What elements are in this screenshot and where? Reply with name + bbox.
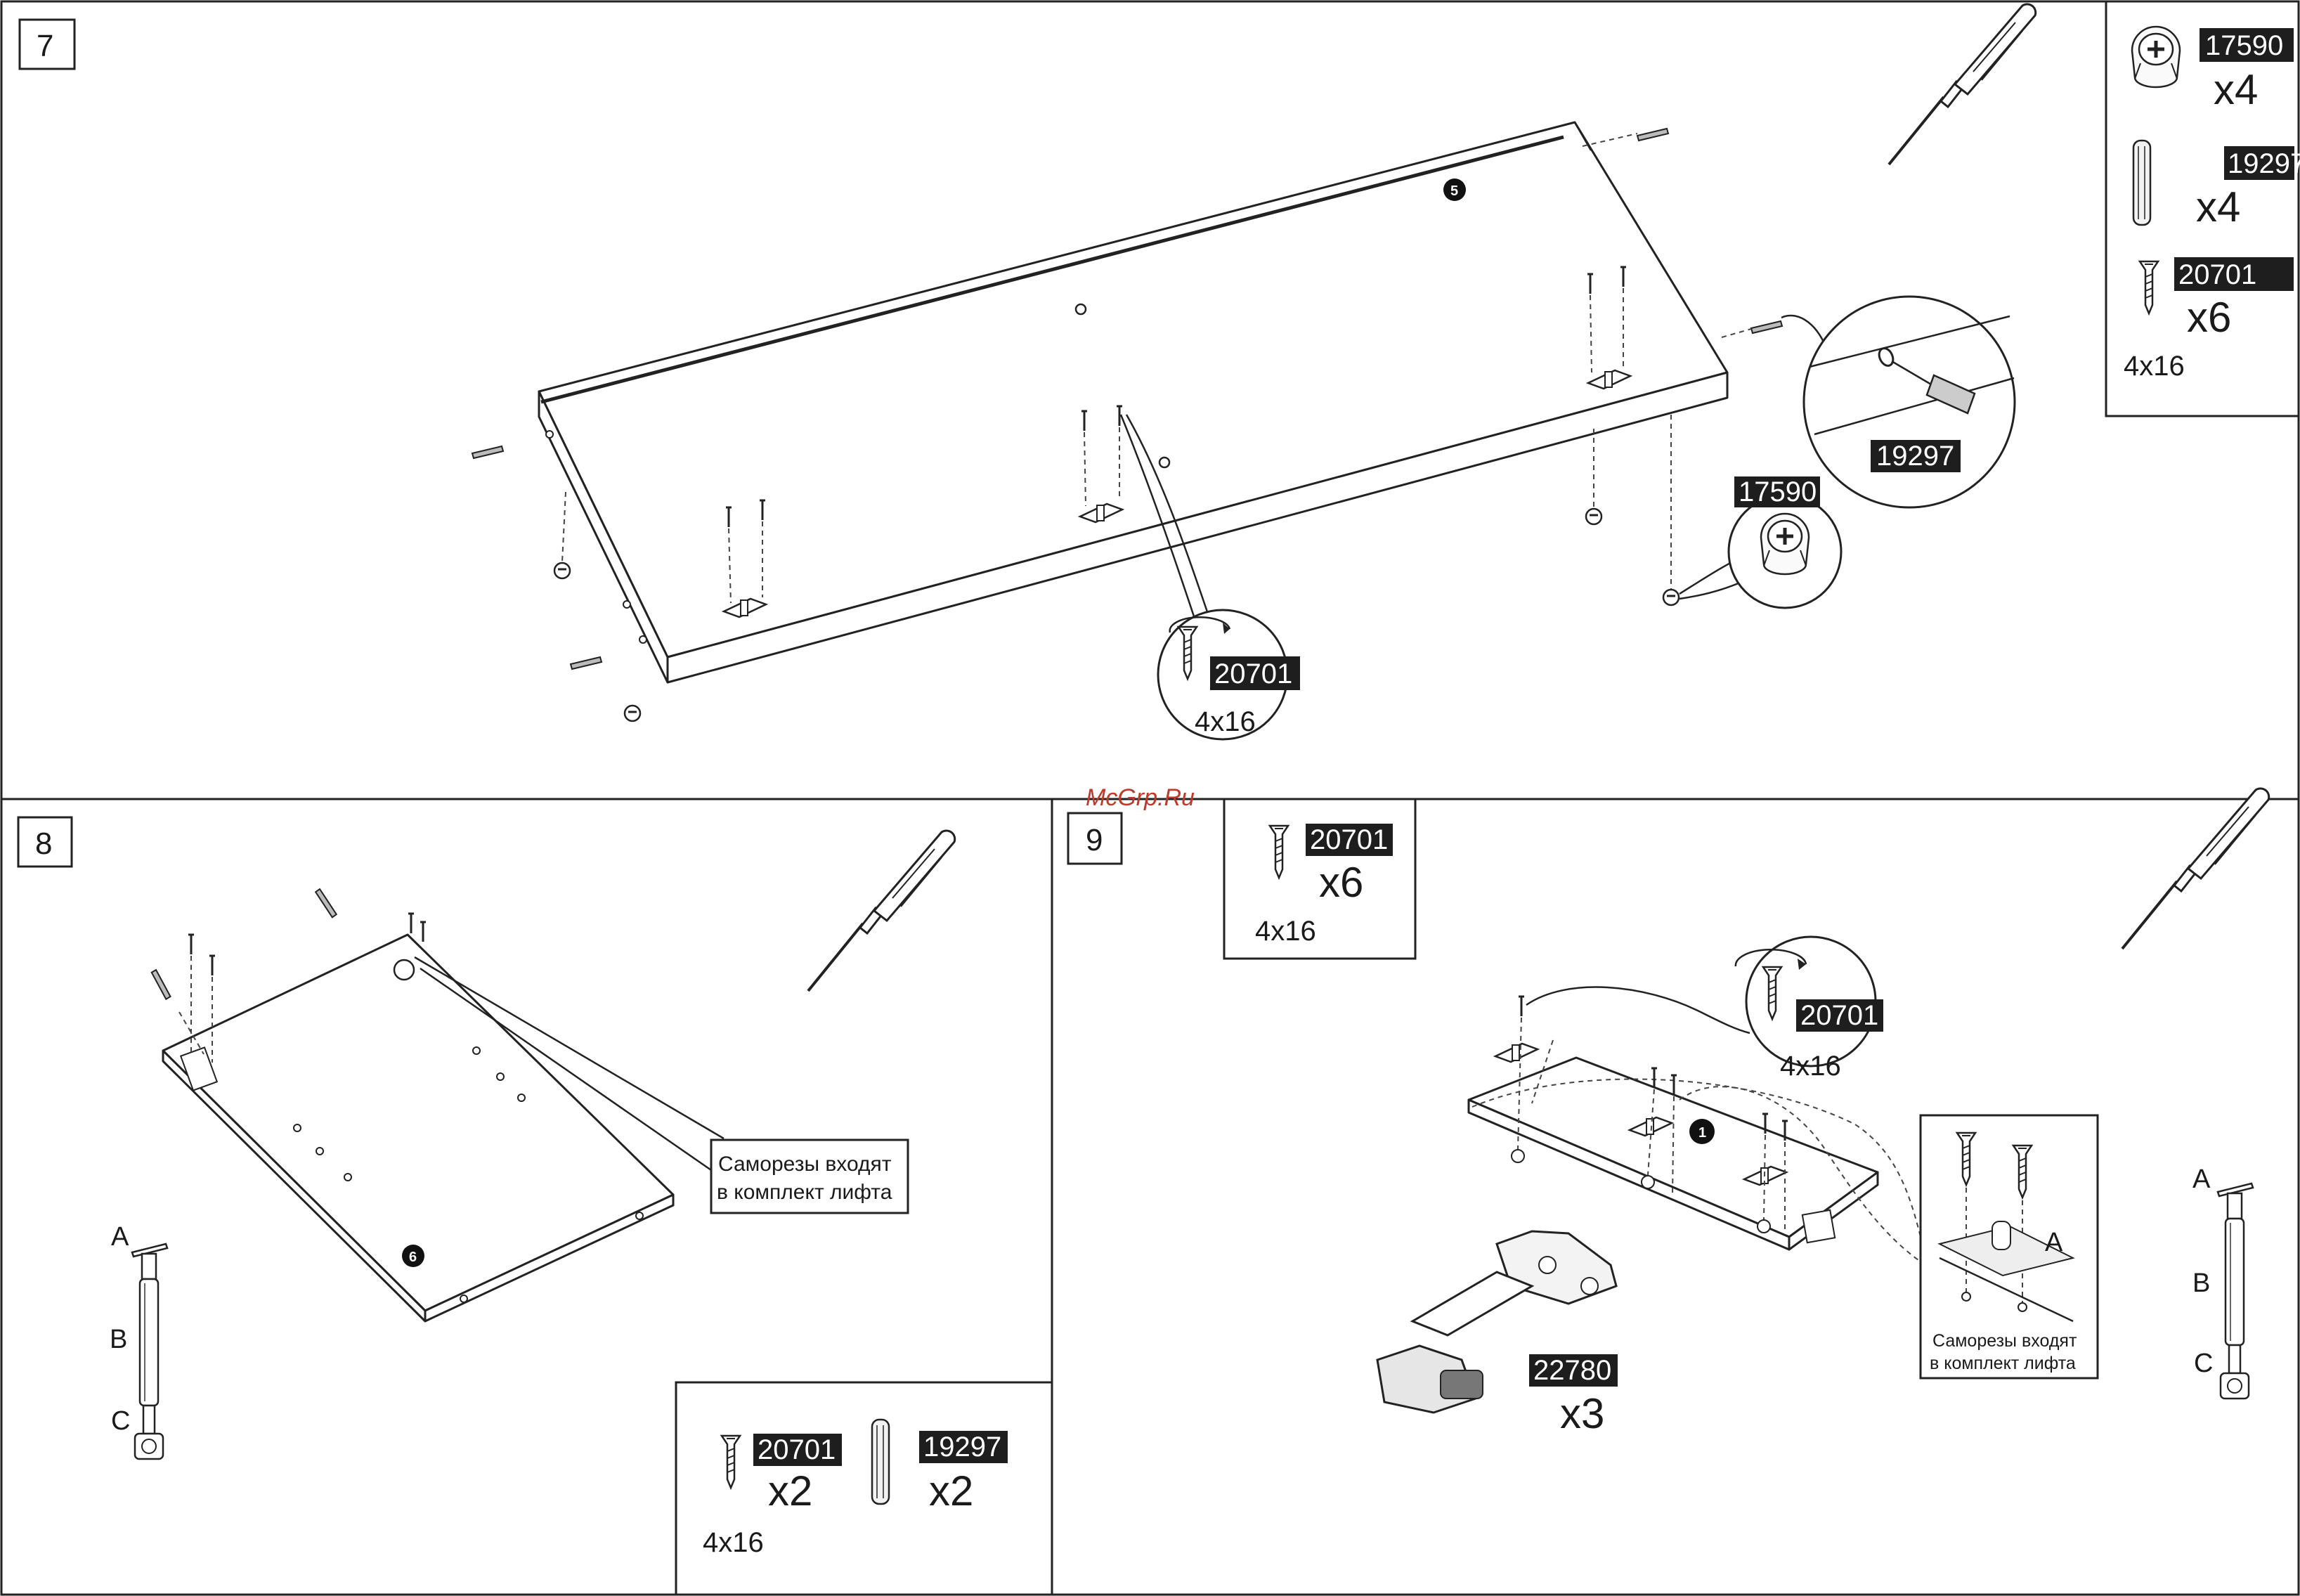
hinge-code: 22780 [1533, 1355, 1611, 1386]
inventory-screw-size: 4x16 [2124, 351, 2185, 382]
screwdriver-icon [808, 831, 955, 991]
step-9-hinge: 22780 x3 [1377, 1231, 1618, 1437]
step-9-panel-marker: 1 [1698, 1125, 1706, 1141]
watermark-text: McGrp.Ru [1086, 784, 1195, 811]
step-9-screw-detail-callout: 20701 4x16 [1736, 937, 1883, 1082]
step-8-note-line2: в комплект лифта [717, 1181, 892, 1204]
step-9-lift-label-c: C [2194, 1349, 2213, 1378]
hinge-qty: x3 [1560, 1390, 1604, 1437]
inventory-9-screw-qty: x6 [1319, 859, 1363, 906]
inventory-dowel-code: 19297 [2228, 148, 2300, 179]
step-8-gas-lift: A B C [110, 1222, 167, 1459]
inventory-8-dowel-qty: x2 [929, 1467, 973, 1514]
dowel-detail-label: 19297 [1876, 441, 1954, 472]
step-7-panel: 7 5 [20, 1, 2300, 739]
cam-lock-icon [2132, 27, 2180, 87]
step-7-number: 7 [37, 29, 53, 63]
gas-lift-icon [132, 1244, 167, 1459]
inventory-dowel-qty: x4 [2196, 183, 2240, 231]
step-9-lift-detail: A Саморезы входят в комплект лифта [1921, 1115, 2098, 1378]
step-8-lift-label-b: B [110, 1325, 127, 1354]
cam-detail-label: 17590 [1739, 476, 1817, 507]
step-8-panel: 8 6 [18, 817, 1052, 1595]
inventory-screw-qty: x6 [2187, 294, 2231, 341]
dowel-icon [1751, 321, 1782, 333]
step-8-number: 8 [35, 826, 52, 861]
step-9-lift-label-a: A [2192, 1164, 2211, 1194]
inventory-9-screw-size: 4x16 [1255, 916, 1316, 947]
dowel-icon [2133, 141, 2150, 225]
dowel-icon [872, 1420, 889, 1504]
inventory-8-screw-size: 4x16 [703, 1527, 764, 1558]
step-9-screw-detail-label: 20701 [1800, 1000, 1878, 1031]
gas-lift-icon [2218, 1183, 2253, 1399]
screw-icon [188, 935, 194, 954]
step-9-gas-lift: A B C [2192, 1164, 2253, 1399]
step-9-number: 9 [1086, 823, 1103, 857]
screw-icon [408, 914, 414, 933]
dowel-icon [151, 968, 171, 1001]
screw-icon [209, 956, 215, 975]
screw-icon [420, 922, 426, 942]
cam-lock-icon [1663, 590, 1679, 605]
step-9-note-line2: в комплект лифта [1930, 1354, 2076, 1373]
step-7-panel-marker: 5 [1450, 183, 1458, 199]
step-8-note-line1: Саморезы входят [718, 1153, 892, 1176]
cam-lock-icon [554, 563, 570, 578]
step-9-panel: 9 20701 x6 4x16 1 [1068, 789, 2269, 1437]
step-9-detail-letter: A [2045, 1228, 2063, 1257]
inventory-cam-code: 17590 [2205, 30, 2283, 61]
screwdriver-icon [1889, 4, 2036, 164]
bracket-icon [1495, 1044, 1538, 1062]
step-9-note-line1: Саморезы входят [1932, 1331, 2077, 1351]
screw-icon [1651, 1068, 1657, 1088]
dowel-icon [1637, 129, 1668, 141]
cam-lock-icon [625, 706, 640, 721]
inventory-8-screw-code: 20701 [758, 1434, 836, 1465]
step-8-lift-note: Саморезы входят в комплект лифта [711, 1140, 908, 1213]
dowel-icon [315, 887, 337, 920]
cam-lock-icon [1586, 509, 1601, 524]
screw-detail-label: 20701 [1214, 658, 1292, 689]
dowel-icon [571, 657, 602, 669]
inventory-cam-qty: x4 [2214, 66, 2258, 113]
screw-icon [1519, 997, 1524, 1016]
inventory-8-screw-qty: x2 [768, 1467, 812, 1514]
cam-lock-icon [1761, 514, 1809, 574]
dowel-icon [472, 446, 503, 458]
step-8-board: 6 [163, 935, 673, 1321]
dowel-detail-callout: 19297 [1781, 297, 2015, 507]
step-8-lift-label-c: C [111, 1406, 130, 1436]
step-7-board: 5 [539, 122, 1727, 682]
screw-icon [1671, 1075, 1677, 1095]
step-9-screw-detail-size: 4x16 [1780, 1051, 1841, 1082]
inventory-screw-code: 20701 [2178, 259, 2256, 290]
screwdriver-icon [2122, 789, 2269, 949]
cam-detail-callout: 17590 [1679, 476, 1841, 608]
screw-detail-size: 4x16 [1195, 706, 1256, 737]
step-8-lift-label-a: A [111, 1222, 129, 1252]
step-8-panel-marker: 6 [409, 1250, 417, 1265]
step-9-lift-label-b: B [2192, 1269, 2210, 1298]
inventory-8-dowel-code: 19297 [923, 1432, 1001, 1462]
step-8-parts-inventory: 20701 x2 4x16 19297 x2 [676, 1382, 1052, 1595]
step-9-parts-inventory: 20701 x6 4x16 [1224, 799, 1415, 959]
screw-detail-callout: 20701 4x16 [1158, 610, 1300, 739]
step-7-parts-inventory: 17590 x4 19297 x4 20701 x6 4x16 [2106, 1, 2300, 416]
inventory-9-screw-code: 20701 [1310, 824, 1388, 855]
